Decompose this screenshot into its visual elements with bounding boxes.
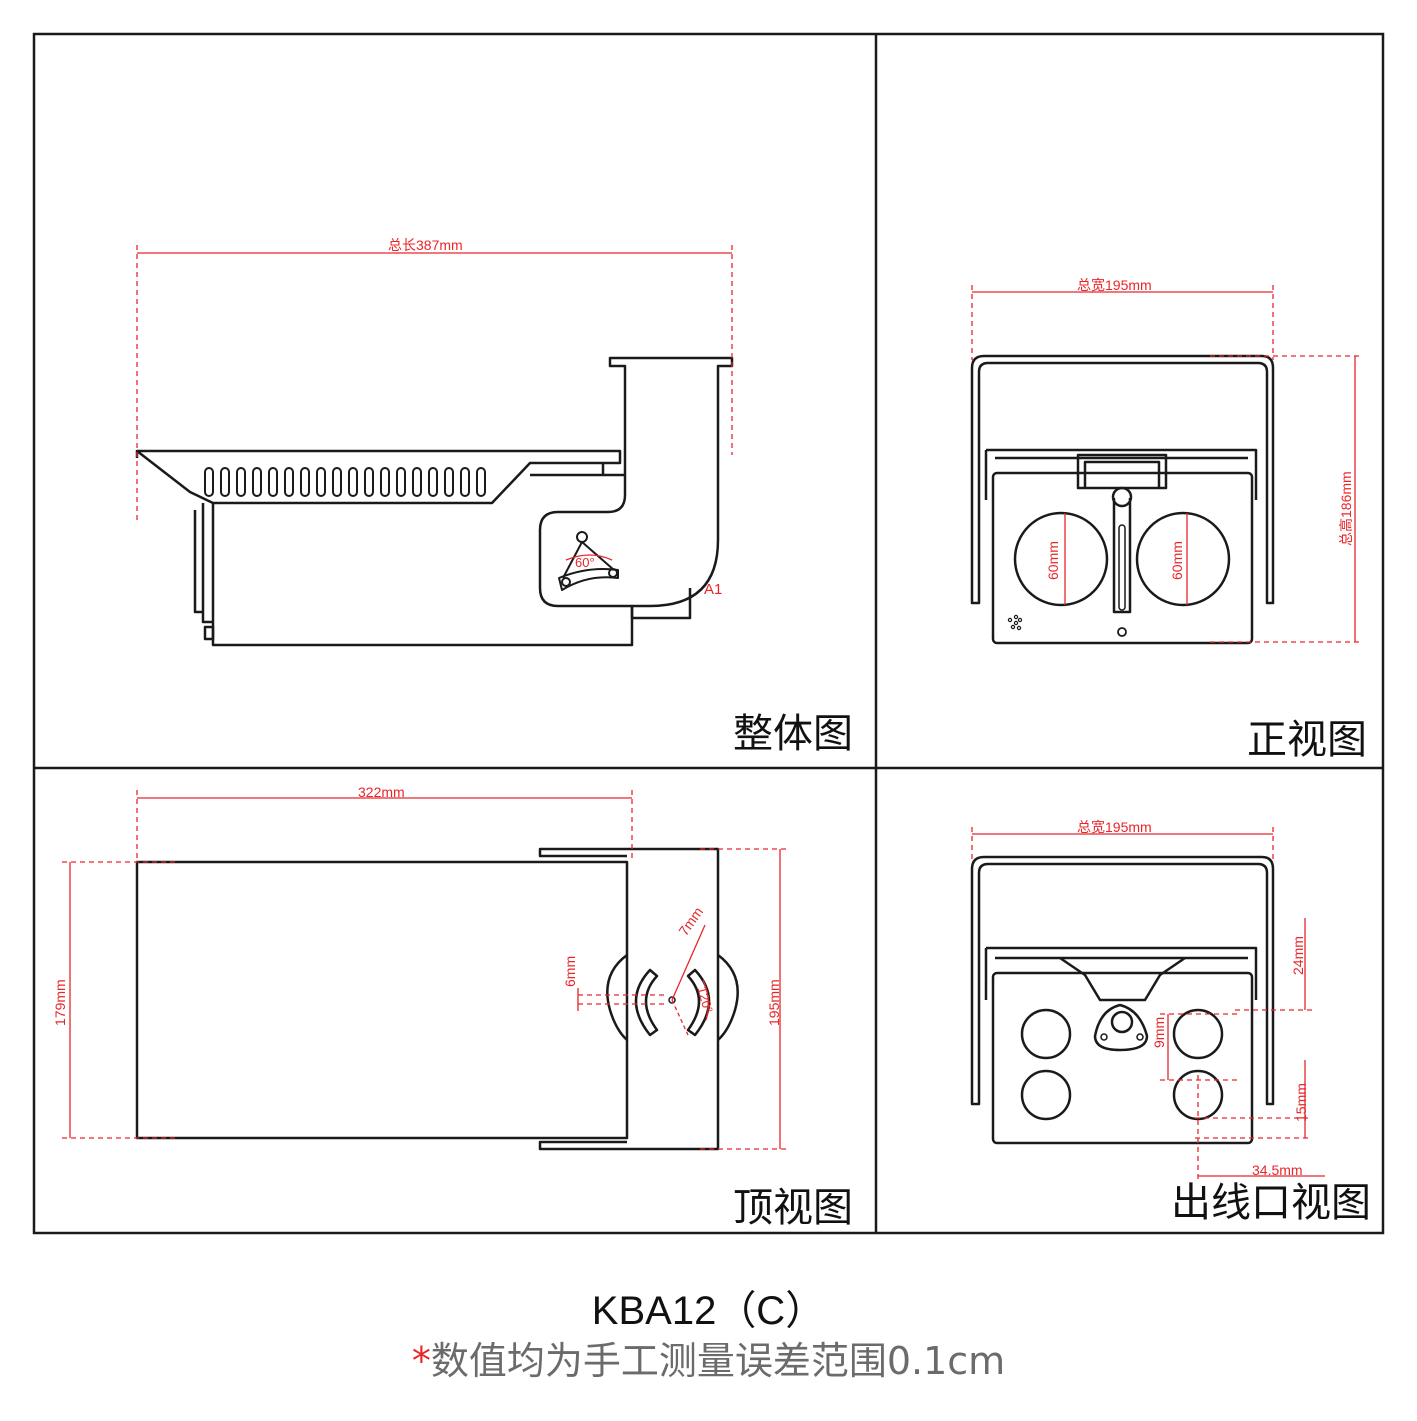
front-view-title: 正视图 xyxy=(1247,717,1367,763)
outlet-view xyxy=(970,855,1275,1145)
top-view xyxy=(135,847,739,1151)
outlet-dim-345-label: 34.5mm xyxy=(1252,1162,1303,1178)
front-dimensions xyxy=(971,285,1362,643)
top-offset-label: 6mm xyxy=(562,955,578,987)
outlet-dim-9-label: 9mm xyxy=(1151,1016,1167,1048)
note-text: 数值均为手工测量误差范围0.1cm xyxy=(430,1339,1006,1383)
top-right-height-label: 195mm xyxy=(766,979,782,1026)
top-length-label: 322mm xyxy=(358,784,405,800)
tilt-angle-mark xyxy=(558,531,619,591)
front-hole-left-label: 60mm xyxy=(1045,541,1061,580)
speaker-grille xyxy=(1007,614,1023,631)
note-asterisk: * xyxy=(411,1339,431,1383)
outlet-view-title: 出线口视图 xyxy=(1171,1180,1371,1226)
tilt-angle-label: 60° xyxy=(575,555,595,570)
top-left-height-label: 179mm xyxy=(52,979,68,1026)
outlet-dim-24-label: 24mm xyxy=(1290,936,1306,975)
overall-length-label: 总长387mm xyxy=(388,237,463,253)
outlet-dimensions xyxy=(971,827,1325,1180)
outlet-width-label: 总宽195mm xyxy=(1077,819,1152,835)
part-label-a1: A1 xyxy=(704,581,723,598)
top-view-title: 顶视图 xyxy=(733,1185,853,1231)
panel-grid xyxy=(32,32,1385,1235)
measurement-note: *数值均为手工测量误差范围0.1cm xyxy=(0,1330,1417,1385)
front-view xyxy=(970,354,1275,645)
overall-view-title: 整体图 xyxy=(733,711,853,757)
front-height-label: 总高186mm xyxy=(1338,471,1354,546)
overall-dimensions xyxy=(136,245,733,561)
vent-slots xyxy=(204,467,486,497)
model-number: KBA12（C） xyxy=(591,1289,826,1333)
outlet-dim-15-label: 15mm xyxy=(1293,1083,1309,1122)
front-hole-right-label: 60mm xyxy=(1169,541,1185,580)
top-dimensions xyxy=(62,790,788,1150)
front-width-label: 总宽195mm xyxy=(1077,277,1152,293)
overall-view xyxy=(135,356,734,647)
